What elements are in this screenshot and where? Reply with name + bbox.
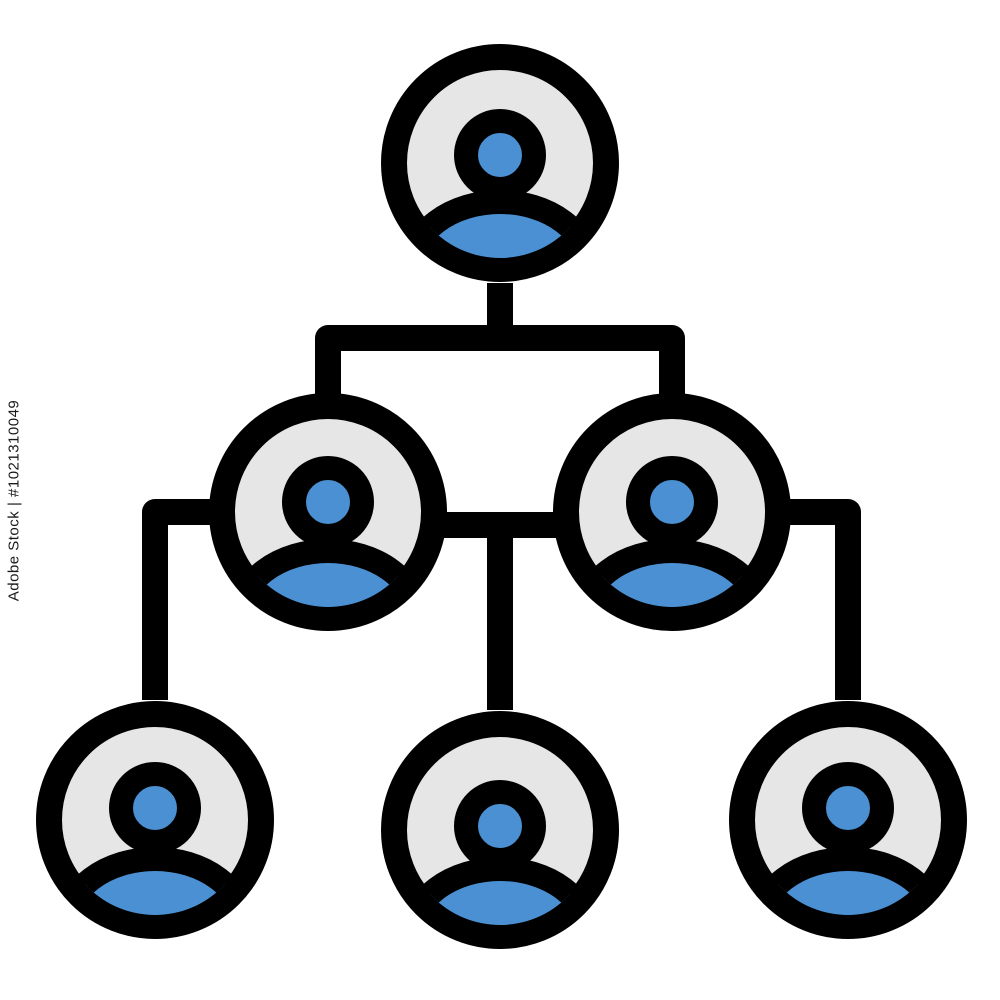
person-body [233,539,423,607]
person-node-mid-right [553,393,791,631]
person-head [109,762,201,854]
person-body [753,847,943,915]
connector-mid-right-to-bottom-right [788,499,861,700]
person-node-bottom-left [36,701,274,939]
person-head [454,109,546,201]
person-node-top [381,44,619,282]
connector-mid-left-to-bottom-left [142,499,212,700]
connector-top-to-middle [315,283,685,398]
person-head [282,456,374,548]
person-node-bottom-right [729,701,967,939]
connector-lines [142,283,861,710]
connector-mids-to-bottom-center [444,512,556,710]
person-head [802,762,894,854]
person-body [405,190,595,258]
person-body [60,847,250,915]
person-node-mid-left [209,393,447,631]
person-head [454,780,546,872]
person-node-bottom-center [381,711,619,949]
person-head [626,456,718,548]
person-body [577,539,767,607]
